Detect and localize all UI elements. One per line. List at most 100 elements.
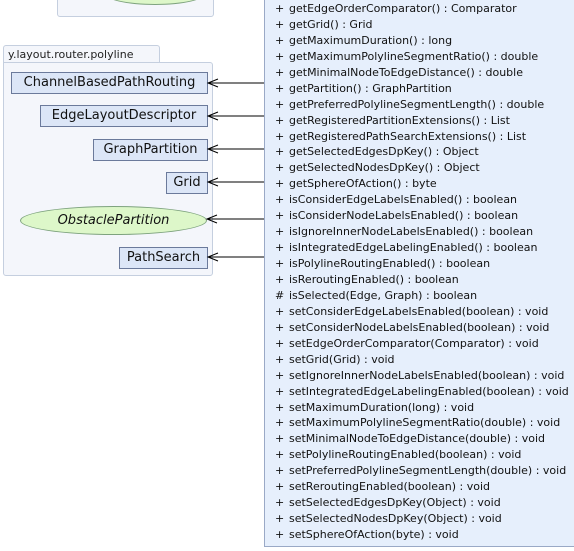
arrowhead-path-search <box>206 252 219 262</box>
package-top-partial <box>57 0 214 17</box>
member-signature: getSphereOfAction() : byte <box>289 177 437 191</box>
class-node-graph-partition[interactable]: GraphPartition <box>93 139 208 161</box>
arrowhead-graph-partition <box>206 144 219 154</box>
member-signature: getMaximumDuration() : long <box>289 33 453 47</box>
member-signature: getGrid() : Grid <box>289 17 373 31</box>
class-member[interactable]: +getSelectedNodesDpKey() : Object <box>275 160 480 176</box>
member-visibility: + <box>275 400 285 414</box>
member-signature: setIntegratedEdgeLabelingEnabled(boolean… <box>289 384 569 398</box>
member-signature: setConsiderNodeLabelsEnabled(boolean) : … <box>289 320 550 334</box>
arrowhead-channel-based-path-routing <box>206 78 219 88</box>
member-visibility: + <box>275 272 285 286</box>
class-member[interactable]: +isConsiderNodeLabelsEnabled() : boolean <box>275 208 518 224</box>
class-member[interactable]: +isPolylineRoutingEnabled() : boolean <box>275 256 490 272</box>
member-signature: isReroutingEnabled() : boolean <box>289 272 459 286</box>
class-member[interactable]: + setMinimalNodeToEdgeDistance(double) : … <box>275 431 545 447</box>
member-signature: setSphereOfAction(byte) : void <box>289 528 459 542</box>
member-visibility: + <box>275 145 285 159</box>
interface-node-obstacle-partition[interactable]: ObstaclePartition <box>20 206 207 235</box>
class-member[interactable]: +isConsiderEdgeLabelsEnabled() : boolean <box>275 192 517 208</box>
class-member[interactable]: +setIgnoreInnerNodeLabelsEnabled(boolean… <box>275 368 564 384</box>
member-signature: isSelected(Edge, Graph) : boolean <box>289 288 478 302</box>
member-visibility: # <box>275 288 285 302</box>
class-member[interactable]: +setConsiderNodeLabelsEnabled(boolean) :… <box>275 320 549 336</box>
class-member[interactable]: +getPreferredPolylineSegmentLength() : d… <box>275 97 544 113</box>
member-signature: setSelectedEdgesDpKey(Object) : void <box>289 496 501 510</box>
member-visibility: + <box>275 480 285 494</box>
class-member[interactable]: +setIntegratedEdgeLabelingEnabled(boolea… <box>275 384 569 400</box>
member-signature: getMinimalNodeToEdgeDistance() : double <box>289 65 523 79</box>
class-member[interactable]: + setConsiderEdgeLabelsEnabled(boolean) :… <box>275 304 548 320</box>
class-member[interactable]: + setSelectedNodesDpKey(Object) : void <box>275 511 502 527</box>
class-member[interactable]: +getGrid() : Grid <box>275 17 373 33</box>
member-visibility: + <box>275 113 285 127</box>
member-visibility: + <box>275 241 285 255</box>
member-signature: getRegisteredPathSearchExtensions() : Li… <box>289 129 527 143</box>
member-visibility: + <box>275 352 285 366</box>
member-signature: setMaximumPolylineSegmentRatio(double) :… <box>289 416 561 430</box>
member-visibility: + <box>275 225 285 239</box>
member-signature: getEdgeOrderComparator() : Comparator <box>289 2 517 15</box>
member-visibility: + <box>275 336 285 350</box>
class-member[interactable]: + setMaximumPolylineSegmentRatio(double) … <box>275 415 560 431</box>
member-visibility: + <box>275 304 285 318</box>
class-member[interactable]: +getMinimalNodeToEdgeDistance() : double <box>275 65 523 81</box>
class-member[interactable]: + setSphereOfAction(byte) : void <box>275 527 459 543</box>
package-label: y.layout.router.polyline <box>3 45 160 62</box>
class-node-edge-layout-descriptor[interactable]: EdgeLayoutDescriptor <box>40 105 208 127</box>
member-visibility: + <box>275 416 285 430</box>
class-member[interactable]: + getRegisteredPartitionExtensions() : Li… <box>275 113 510 129</box>
member-signature: setSelectedNodesDpKey(Object) : void <box>289 512 502 526</box>
class-member[interactable]: + setGrid(Grid) : void <box>275 352 395 368</box>
member-visibility: + <box>275 512 285 526</box>
class-member[interactable]: + isIgnoreInnerNodeLabelsEnabled() : bool… <box>275 224 533 240</box>
class-member[interactable]: +getRegisteredPathSearchExtensions() : L… <box>275 129 526 145</box>
member-signature: setMinimalNodeToEdgeDistance(double) : v… <box>289 432 546 446</box>
class-node-channel-based-path-routing[interactable]: ChannelBasedPathRouting <box>11 72 208 94</box>
member-signature: setGrid(Grid) : void <box>289 352 395 366</box>
member-signature: setMaximumDuration(long) : void <box>289 400 475 414</box>
class-member[interactable]: +getMaximumPolylineSegmentRatio() : doub… <box>275 49 538 65</box>
member-signature: setConsiderEdgeLabelsEnabled(boolean) : … <box>289 304 549 318</box>
class-member[interactable]: +setPreferredPolylineSegmentLength(doubl… <box>275 463 566 479</box>
member-signature: setPreferredPolylineSegmentLength(double… <box>289 464 567 478</box>
class-member[interactable]: + setSelectedEdgesDpKey(Object) : void <box>275 495 501 511</box>
member-visibility: + <box>275 33 285 47</box>
class-member[interactable]: + getPartition() : GraphPartition <box>275 81 452 97</box>
member-visibility: + <box>275 448 285 462</box>
member-visibility: + <box>275 97 285 111</box>
class-member[interactable]: +getSphereOfAction() : byte <box>275 176 437 192</box>
member-visibility: + <box>275 496 285 510</box>
member-signature: setPolylineRoutingEnabled(boolean) : voi… <box>289 448 522 462</box>
member-signature: isIgnoreInnerNodeLabelsEnabled() : boole… <box>289 225 534 239</box>
member-signature: isPolylineRoutingEnabled() : boolean <box>289 257 491 271</box>
member-visibility: + <box>275 81 285 95</box>
member-visibility: + <box>275 528 285 542</box>
class-member[interactable]: + setReroutingEnabled(boolean) : void <box>275 479 490 495</box>
member-visibility: + <box>275 2 285 15</box>
arrowhead-edge-layout-descriptor <box>206 111 219 121</box>
member-signature: getMaximumPolylineSegmentRatio() : doubl… <box>289 49 539 63</box>
class-member[interactable]: + getMaximumDuration() : long <box>275 33 452 49</box>
member-signature: getPartition() : GraphPartition <box>289 81 452 95</box>
package-polyline: ChannelBasedPathRouting EdgeLayoutDescri… <box>3 62 213 276</box>
member-signature: isConsiderNodeLabelsEnabled() : boolean <box>289 209 519 223</box>
class-node-main[interactable]: +getEdgeOrderComparator() : Comparator+g… <box>264 0 574 547</box>
arrowhead-grid <box>206 177 219 187</box>
class-node-grid[interactable]: Grid <box>166 172 208 194</box>
class-member[interactable]: + getEdgeOrderComparator() : Comparator <box>275 1 517 17</box>
member-visibility: + <box>275 432 285 446</box>
class-member[interactable]: +getSelectedEdgesDpKey() : Object <box>275 144 479 160</box>
class-member[interactable]: + setPolylineRoutingEnabled(boolean) : vo… <box>275 447 521 463</box>
member-signature: isIntegratedEdgeLabelingEnabled() : bool… <box>289 241 538 255</box>
class-member[interactable]: +setEdgeOrderComparator(Comparator) : vo… <box>275 336 539 352</box>
member-signature: getRegisteredPartitionExtensions() : Lis… <box>289 113 510 127</box>
class-member[interactable]: # isSelected(Edge, Graph) : boolean <box>275 288 477 304</box>
class-member[interactable]: + isIntegratedEdgeLabelingEnabled() : boo… <box>275 240 537 256</box>
class-member[interactable]: + isReroutingEnabled() : boolean <box>275 272 459 288</box>
member-signature: setReroutingEnabled(boolean) : void <box>289 480 491 494</box>
member-visibility: + <box>275 161 285 175</box>
class-node-path-search[interactable]: PathSearch <box>119 247 208 269</box>
class-member[interactable]: + setMaximumDuration(long) : void <box>275 400 474 416</box>
arrowhead-obstacle-partition <box>205 214 218 224</box>
